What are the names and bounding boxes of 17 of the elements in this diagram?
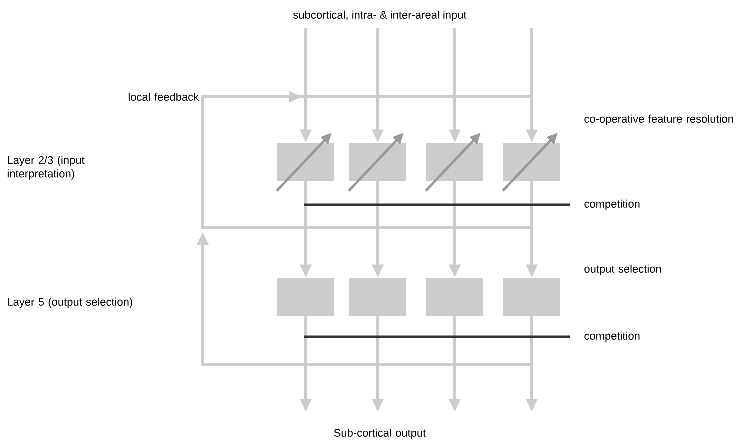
box — [350, 143, 406, 181]
heading: subcortical, intra- & inter-areal input — [294, 10, 467, 22]
box — [278, 278, 334, 316]
box — [426, 143, 484, 181]
label: competition — [584, 332, 640, 342]
box — [278, 143, 334, 181]
label: output selection — [584, 264, 662, 276]
label: local feedback — [128, 92, 200, 102]
box — [504, 278, 560, 316]
box — [504, 143, 560, 181]
box — [426, 278, 484, 316]
label: Sub-cortical output — [334, 428, 426, 440]
box — [350, 278, 406, 316]
label: competition — [584, 200, 640, 210]
label: co-operative feature resolution — [584, 114, 734, 126]
label: Layer 5 (output selection) — [8, 298, 132, 308]
label: Layer 2/3 (input interpretation) — [8, 156, 85, 180]
